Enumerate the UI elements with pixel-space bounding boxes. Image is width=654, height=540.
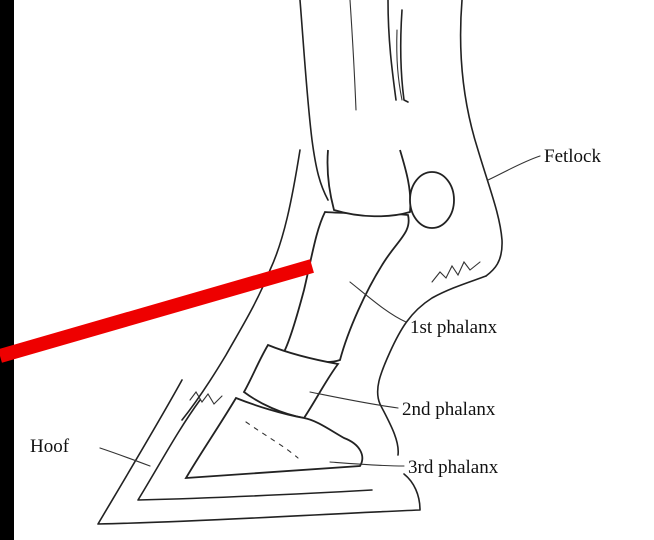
label-hoof: Hoof <box>30 436 70 457</box>
sesamoid-bone <box>410 172 454 228</box>
red-pointer <box>0 266 312 356</box>
phalanx2-leader <box>310 392 398 408</box>
ergot-zigzag <box>432 262 480 282</box>
label-second-phalanx: 2nd phalanx <box>402 399 496 420</box>
heel-outline <box>378 276 486 455</box>
fetlock-leader <box>488 156 540 180</box>
hoof-leader <box>100 448 150 466</box>
label-fetlock: Fetlock <box>544 146 601 167</box>
label-third-phalanx: 3rd phalanx <box>408 457 499 478</box>
cannon-bone-end <box>327 150 410 216</box>
first-phalanx-bone <box>284 212 409 362</box>
label-first-phalanx: 1st phalanx <box>410 317 498 338</box>
